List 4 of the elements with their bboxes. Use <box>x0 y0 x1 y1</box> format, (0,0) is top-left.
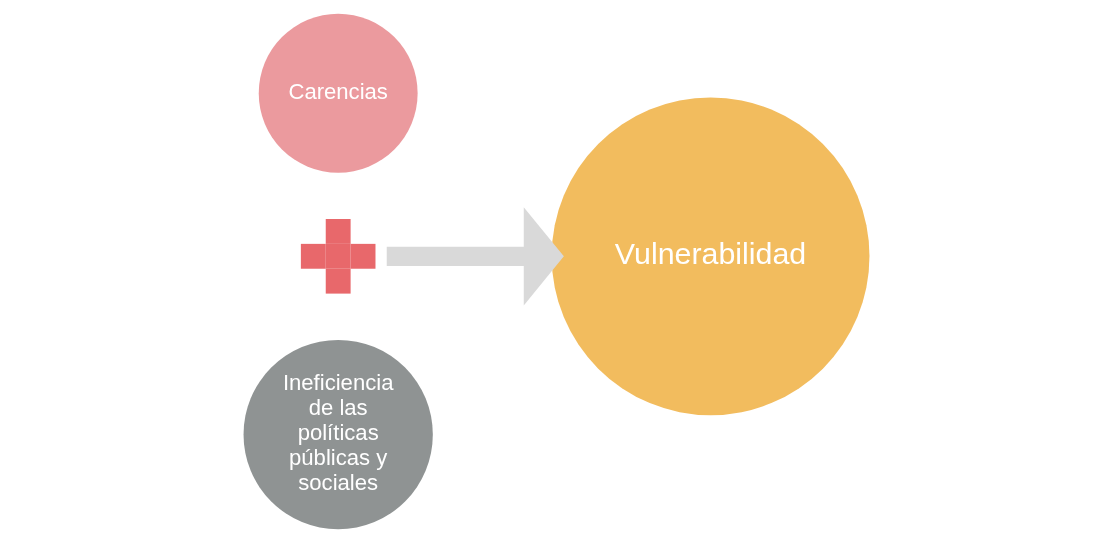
node-circle: Ineficiencia de las políticas públicas y sociales <box>243 339 433 530</box>
arrow <box>386 207 564 306</box>
node-circle: Carencias <box>258 13 418 173</box>
node-circle: Vulnerabilidad <box>551 97 869 416</box>
